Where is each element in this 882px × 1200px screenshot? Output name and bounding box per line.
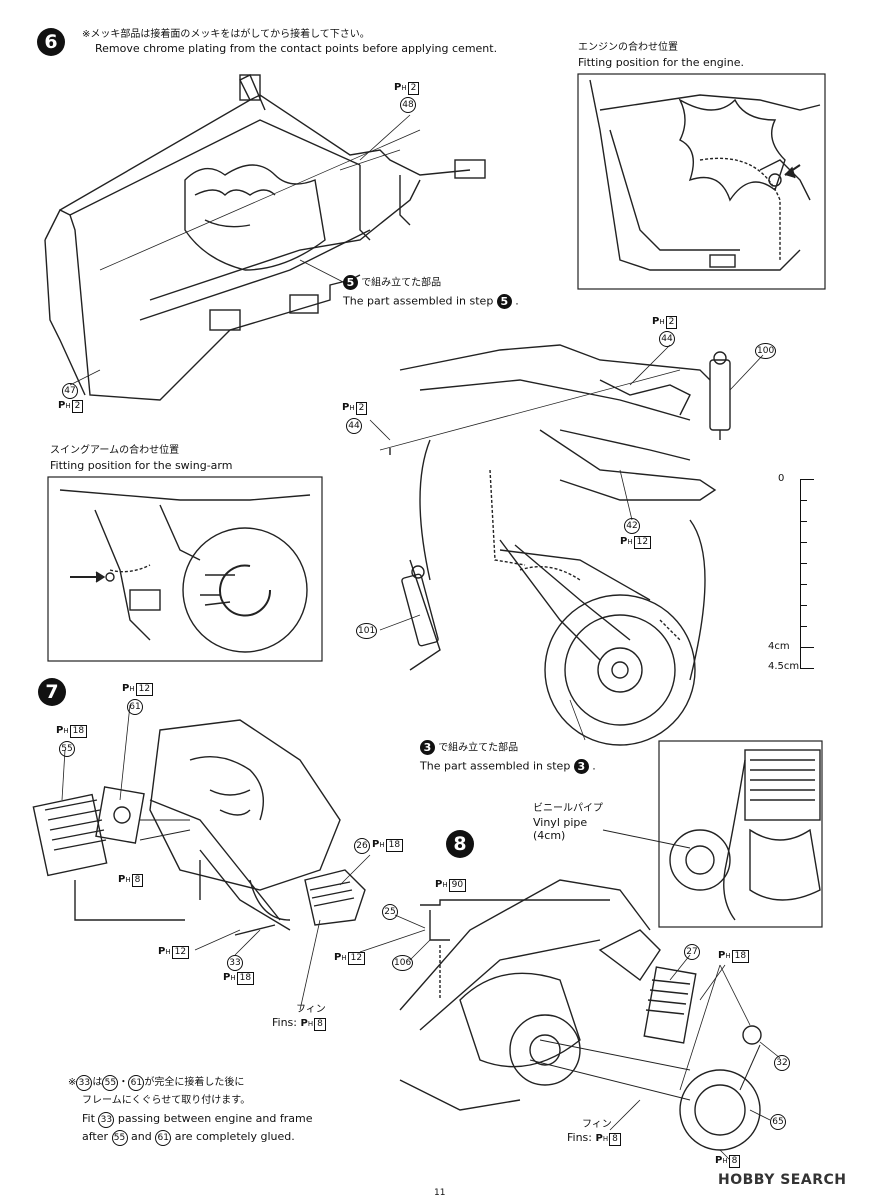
step7-note-en2: after 55 and 61 are completely glued. bbox=[82, 1130, 295, 1146]
step8-drawing bbox=[399, 879, 762, 1151]
vinyl-pipe-en: Vinyl pipe bbox=[533, 816, 588, 829]
part-61: 61 bbox=[127, 699, 143, 715]
assembled-step3-en: The part assembled in step 3 . bbox=[420, 759, 596, 774]
engine-fit-jp: エンジンの合わせ位置 bbox=[578, 42, 678, 53]
hobby-search-watermark: HOBBY SEARCH bbox=[718, 1172, 847, 1188]
part-100: 100 bbox=[755, 343, 777, 359]
part-33: 33 bbox=[227, 955, 243, 971]
engine-inset-drawing bbox=[589, 79, 821, 271]
step-6-badge: 6 bbox=[37, 28, 65, 56]
engine-fit-en: Fitting position for the engine. bbox=[578, 56, 744, 69]
step-8-badge: 8 bbox=[446, 830, 474, 858]
part-47: 47 bbox=[62, 383, 78, 399]
step-7-badge: 7 bbox=[38, 678, 66, 706]
part-55: 55 bbox=[59, 741, 75, 757]
swingarm-inset-drawing bbox=[59, 489, 311, 653]
part-101: 101 bbox=[356, 623, 378, 639]
step6-note-en: Remove chrome plating from the contact p… bbox=[95, 42, 498, 55]
part-26: 26 bbox=[354, 838, 370, 854]
vinyl-pipe-jp: ビニールパイプ bbox=[533, 803, 603, 814]
part-25: 25 bbox=[382, 904, 398, 920]
part-32: 32 bbox=[774, 1055, 790, 1071]
fins-jp-step7: フィン bbox=[296, 1004, 326, 1015]
part-44-left: 44 bbox=[346, 418, 362, 434]
part-44-right: 44 bbox=[659, 331, 675, 347]
part-27: 27 bbox=[684, 944, 700, 960]
assembled-step3-jp: 3 で組み立てた部品 bbox=[420, 740, 518, 756]
part-48: 48 bbox=[400, 97, 416, 113]
vinyl-pipe-length: (4cm) bbox=[533, 829, 566, 842]
ruler-45cm: 4.5cm bbox=[768, 661, 800, 672]
part-106: 106 bbox=[392, 955, 414, 971]
page-number: 11 bbox=[434, 1188, 446, 1198]
step7-note-jp2: フレームにくぐらせて取り付けます。 bbox=[82, 1095, 251, 1106]
vinyl-inset-drawing bbox=[602, 749, 821, 921]
swingarm-fit-inset bbox=[47, 476, 323, 662]
swingarm-fit-en: Fitting position for the swing-arm bbox=[50, 459, 233, 472]
assembled-step5-en: The part assembled in step 5 . bbox=[343, 294, 519, 309]
engine-fit-inset bbox=[577, 73, 826, 290]
length-ruler bbox=[790, 479, 814, 669]
step7-drawing bbox=[32, 719, 366, 936]
vinyl-pipe-inset bbox=[658, 740, 823, 928]
assembled-step5-jp: 5 で組み立てた部品 bbox=[343, 275, 441, 291]
ruler-zero: 0 bbox=[778, 473, 785, 484]
part-42: 42 bbox=[624, 518, 640, 534]
step6-note-jp: ※メッキ部品は接着面のメッキをはがしてから接着して下さい。 bbox=[82, 29, 370, 40]
rear-frame-drawing bbox=[379, 344, 731, 746]
swingarm-fit-jp: スイングアームの合わせ位置 bbox=[50, 445, 180, 456]
step7-note-en1: Fit 33 passing between engine and frame bbox=[82, 1112, 313, 1128]
fins-jp-step8: フィン bbox=[582, 1119, 612, 1130]
leader-lines bbox=[61, 114, 781, 1161]
part-65: 65 bbox=[770, 1114, 786, 1130]
ruler-4cm: 4cm bbox=[768, 641, 790, 652]
frame-drawing-step6 bbox=[44, 74, 486, 401]
